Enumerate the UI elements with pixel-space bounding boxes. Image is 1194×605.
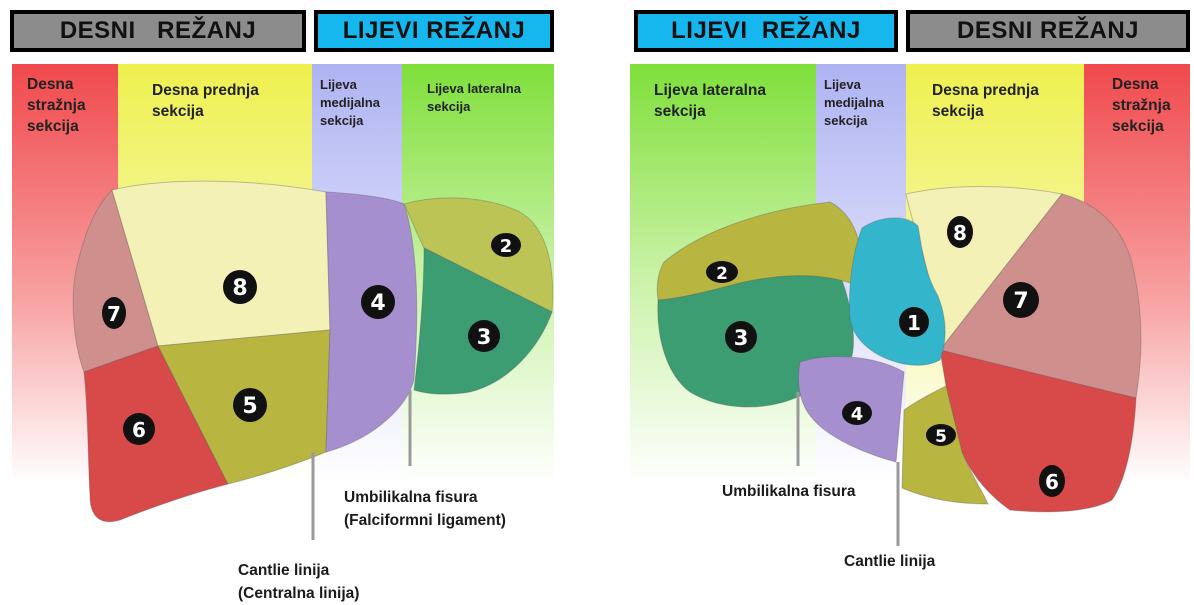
badge-seg4-right: 4 — [842, 401, 872, 425]
badge-seg3-right: 3 — [725, 321, 757, 353]
badge-seg6-right: 6 — [1039, 465, 1065, 497]
svg-text:4: 4 — [370, 291, 385, 316]
header-left-lobe-right-view: LIJEVI REŽANJ — [634, 10, 898, 52]
header-right-lobe-left-view: DESNI REŽANJ — [10, 10, 306, 52]
svg-text:4: 4 — [851, 404, 864, 425]
label-left-medial-left-view: Lijeva medijalna sekcija — [320, 76, 380, 130]
badge-seg6-left: 6 — [123, 413, 155, 445]
label-right-anterior-left-view: Desna prednja sekcija — [152, 80, 259, 122]
label-right-posterior-left-view: Desna stražnja sekcija — [27, 74, 86, 137]
callout-umbilical-left: Umbilikalna fisura (Falciformni ligament… — [344, 486, 506, 532]
header-right-lobe-right-view: DESNI REŽANJ — [906, 10, 1190, 52]
header-left-lobe-left-view: LIJEVI REŽANJ — [314, 10, 554, 52]
label-right-anterior-right-view: Desna prednja sekcija — [932, 80, 1039, 122]
svg-text:3: 3 — [734, 326, 749, 350]
label-left-lateral-right-view: Lijeva lateralna sekcija — [654, 80, 766, 122]
label-left-medial-right-view: Lijeva medijalna sekcija — [824, 76, 884, 130]
badge-seg1-right: 1 — [899, 307, 929, 337]
svg-text:6: 6 — [132, 418, 146, 442]
svg-text:2: 2 — [500, 236, 513, 257]
svg-text:6: 6 — [1045, 470, 1059, 494]
callout-cantlie-left: Cantlie linija (Centralna linija) — [238, 559, 359, 605]
badge-seg5-left: 5 — [233, 388, 267, 422]
svg-text:5: 5 — [935, 427, 947, 447]
badge-seg8-right: 8 — [947, 216, 973, 248]
badge-seg2-left: 2 — [491, 233, 521, 257]
badge-seg7-right: 7 — [1003, 282, 1039, 318]
badge-seg7-left: 7 — [102, 297, 126, 329]
svg-text:8: 8 — [953, 221, 967, 245]
svg-text:5: 5 — [242, 394, 257, 419]
svg-text:1: 1 — [907, 311, 921, 335]
badge-seg8-left: 8 — [223, 270, 257, 304]
svg-text:8: 8 — [232, 276, 247, 301]
label-right-posterior-right-view: Desna stražnja sekcija — [1112, 74, 1171, 137]
svg-text:7: 7 — [107, 302, 121, 326]
callout-cantlie-right: Cantlie linija — [844, 550, 935, 573]
label-left-lateral-left-view: Lijeva lateralna sekcija — [427, 80, 521, 116]
svg-text:3: 3 — [477, 325, 492, 349]
svg-text:7: 7 — [1013, 289, 1028, 314]
svg-text:2: 2 — [716, 264, 728, 284]
badge-seg4-left: 4 — [361, 285, 395, 319]
callout-umbilical-right: Umbilikalna fisura — [722, 480, 856, 503]
badge-seg3-left: 3 — [468, 320, 500, 352]
